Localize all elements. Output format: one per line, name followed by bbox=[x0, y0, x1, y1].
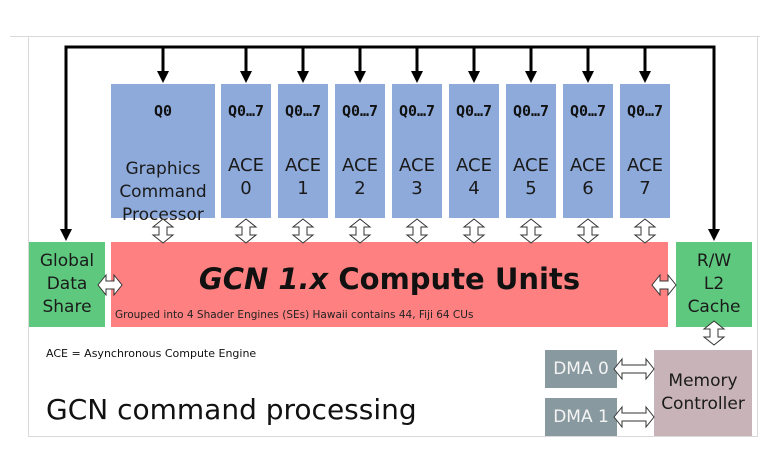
ace-queue: Q0…7 bbox=[569, 102, 607, 120]
ace-queue: Q0…7 bbox=[398, 102, 436, 120]
memory-controller: Memory Controller bbox=[654, 350, 752, 436]
compute-units-subtitle: Grouped into 4 Shader Engines (SEs) Hawa… bbox=[115, 309, 474, 321]
ace-queue: Q0…7 bbox=[227, 102, 265, 120]
ace-queue: Q0…7 bbox=[341, 102, 379, 120]
dma-1: DMA 1 bbox=[545, 398, 617, 436]
ace-queue: Q0…7 bbox=[512, 102, 550, 120]
l2-cache: R/W L2 Cache bbox=[676, 242, 752, 327]
dma-0: DMA 0 bbox=[545, 350, 617, 388]
diagram-caption: GCN command processing bbox=[46, 393, 417, 426]
gcp-queue: Q0 bbox=[153, 102, 173, 120]
frame-top-line bbox=[10, 36, 760, 37]
ace-legend-note: ACE = Asynchronous Compute Engine bbox=[46, 347, 257, 360]
global-data-share: Global Data Share bbox=[29, 242, 105, 327]
ace-queue: Q0…7 bbox=[455, 102, 493, 120]
ace-queue: Q0…7 bbox=[626, 102, 664, 120]
compute-units-title: GCN 1.x Compute Units bbox=[198, 262, 581, 296]
ace-queue: Q0…7 bbox=[284, 102, 322, 120]
gcp-label: Graphics Command Processor bbox=[119, 159, 207, 225]
compute-units: GCN 1.x Compute Units Grouped into 4 Sha… bbox=[111, 242, 668, 327]
graphics-command-processor: Q0 Graphics Command Processor bbox=[111, 84, 215, 225]
